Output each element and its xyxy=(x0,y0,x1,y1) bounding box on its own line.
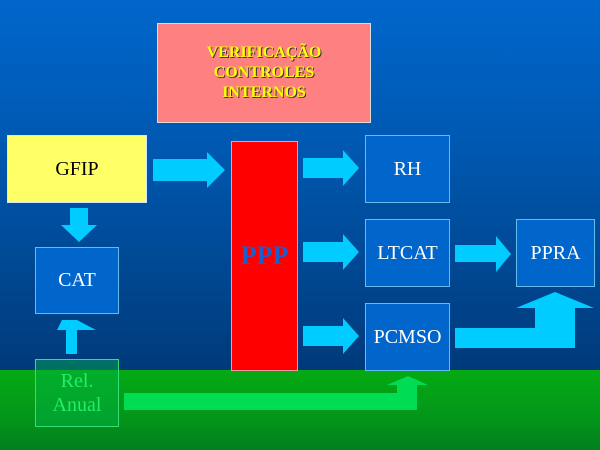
arrow-down-gfip-cat xyxy=(61,208,97,242)
cat-box: CAT xyxy=(35,247,119,314)
arrow-right-ppp-rh xyxy=(303,150,359,186)
ltcat-box: LTCAT xyxy=(365,219,450,287)
verif-line-1: VERIFICAÇÃO xyxy=(206,44,322,61)
rel-anual-line-2: Anual xyxy=(52,394,102,416)
verif-line-3: INTERNOS xyxy=(222,84,306,101)
ppra-label: PPRA xyxy=(530,241,581,264)
arrow-right-ppp-pcmso xyxy=(303,318,359,354)
arrow-bent-pcmso-ppra xyxy=(455,292,594,348)
cat-label: CAT xyxy=(58,269,96,291)
verif-line-2: CONTROLES xyxy=(213,64,315,81)
rh-label: RH xyxy=(393,157,422,180)
pcmso-label: PCMSO xyxy=(373,325,442,348)
gfip-label: GFIP xyxy=(55,157,99,180)
ltcat-label: LTCAT xyxy=(377,241,438,264)
gfip-box: GFIP xyxy=(7,135,147,203)
rel-anual-line-1: Rel. xyxy=(60,370,94,392)
ppra-box: PPRA xyxy=(516,219,595,287)
ppp-box: PPP xyxy=(231,141,298,371)
arrow-right-gfip-ppp xyxy=(153,152,225,188)
rh-box: RH xyxy=(365,135,450,203)
ppp-label: PPP xyxy=(240,241,289,270)
verificacao-controles-internos-box: VERIFICAÇÃO CONTROLES INTERNOS xyxy=(157,23,371,123)
arrow-up-relanual-cat xyxy=(57,320,96,354)
arrow-right-ltcat-ppra xyxy=(455,236,511,272)
arrow-right-ppp-ltcat xyxy=(303,234,359,270)
pcmso-box: PCMSO xyxy=(365,303,450,371)
rel-anual-box: Rel. Anual xyxy=(35,359,119,427)
arrow-bent-relanual-pcmso xyxy=(124,376,428,410)
